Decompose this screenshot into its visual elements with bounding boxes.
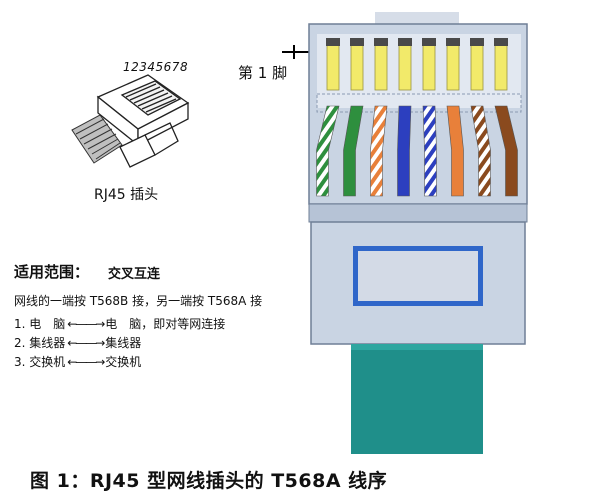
bidirectional-arrow-icon: ←——→ xyxy=(67,317,105,331)
contact-area xyxy=(317,34,521,108)
wire-7 xyxy=(470,105,491,197)
latch-window-inner xyxy=(358,251,478,301)
usage-value: 交叉互连 xyxy=(108,267,161,282)
plug-label: RJ45 插头 xyxy=(94,187,159,203)
wire-5 xyxy=(422,105,437,197)
rj45-connector-diagram xyxy=(308,12,528,454)
contact-tip-2 xyxy=(350,38,364,46)
bidirectional-arrow-icon: ←——→ xyxy=(67,355,105,369)
contact-tip-5 xyxy=(422,38,436,46)
pin1-label: 第 1 脚 xyxy=(238,64,288,82)
contact-3 xyxy=(374,39,388,91)
usage-row: 1. 电 脑←——→电 脑，即对等网连接 xyxy=(14,315,225,332)
usage-row-right: 集线器 xyxy=(105,336,142,350)
plug-sketch-body xyxy=(96,74,190,168)
bidirectional-arrow-icon: ←——→ xyxy=(67,336,105,350)
usage-row-left: 集线器 xyxy=(29,336,66,350)
contact-2 xyxy=(350,39,364,91)
usage-title: 适用范围： xyxy=(14,263,90,281)
wire-2 xyxy=(343,105,364,197)
pin-numbers-label: 12345678 xyxy=(123,60,189,74)
contact-5 xyxy=(422,39,436,91)
usage-row-number: 1. xyxy=(14,317,26,331)
usage-row-number: 2. xyxy=(14,336,26,350)
wire-3 xyxy=(370,105,388,197)
contact-tip-3 xyxy=(374,38,388,46)
cable-highlight xyxy=(351,344,483,350)
cable-jacket xyxy=(351,344,483,454)
contact-1 xyxy=(326,39,340,91)
usage-row-left: 电 脑 xyxy=(29,317,66,331)
contact-6 xyxy=(446,39,460,91)
contact-tip-7 xyxy=(470,38,484,46)
usage-row: 3. 交换机←——→交换机 xyxy=(14,353,141,370)
contact-7 xyxy=(470,39,484,91)
contact-tip-8 xyxy=(494,38,508,46)
wire-8 xyxy=(494,105,518,197)
wires xyxy=(316,105,518,197)
plastic-ridge xyxy=(316,93,522,113)
usage-row-right: 交换机 xyxy=(105,355,142,369)
connector-top-tab xyxy=(375,12,459,24)
usage-description: 网线的一端按 T568B 接，另一端按 T568A 接 xyxy=(14,294,263,308)
figure-caption: 图 1：RJ45 型网线插头的 T568A 线序 xyxy=(30,470,388,492)
connector-step xyxy=(308,203,528,223)
contact-tip-1 xyxy=(326,38,340,46)
usage-row-left: 交换机 xyxy=(29,355,66,369)
usage-row-right: 电 脑，即对等网连接 xyxy=(105,317,226,331)
contacts xyxy=(326,38,508,91)
wire-1 xyxy=(316,105,340,197)
plug-sketch-cable xyxy=(71,114,123,164)
contact-8 xyxy=(494,39,508,91)
usage-row-number: 3. xyxy=(14,355,26,369)
usage-row: 2. 集线器←——→集线器 xyxy=(14,334,141,351)
wire-4 xyxy=(397,105,412,197)
wire-6 xyxy=(446,105,464,197)
contact-tip-6 xyxy=(446,38,460,46)
contact-tip-4 xyxy=(398,38,412,46)
contact-4 xyxy=(398,39,412,91)
rj45-plug-sketch xyxy=(71,74,190,168)
